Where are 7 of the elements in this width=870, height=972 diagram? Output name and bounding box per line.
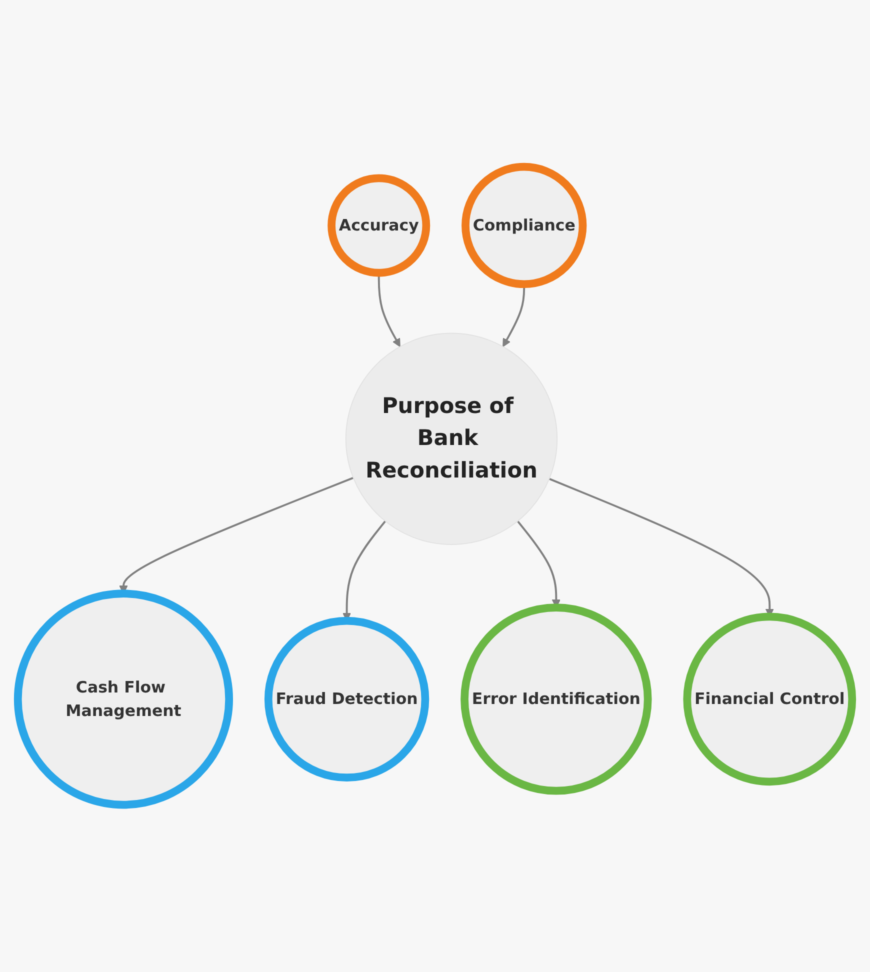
node-circle: Fraud Detection <box>264 617 430 782</box>
node-circle: Cash Flow Management <box>14 590 234 809</box>
node-circle: Compliance <box>462 163 587 288</box>
node-circle: Accuracy <box>328 174 430 277</box>
node-circle: Error Identification <box>460 604 652 795</box>
node-circle: Financial Control <box>683 612 856 786</box>
node-circle: Purpose of Bank Reconciliation <box>345 332 558 546</box>
